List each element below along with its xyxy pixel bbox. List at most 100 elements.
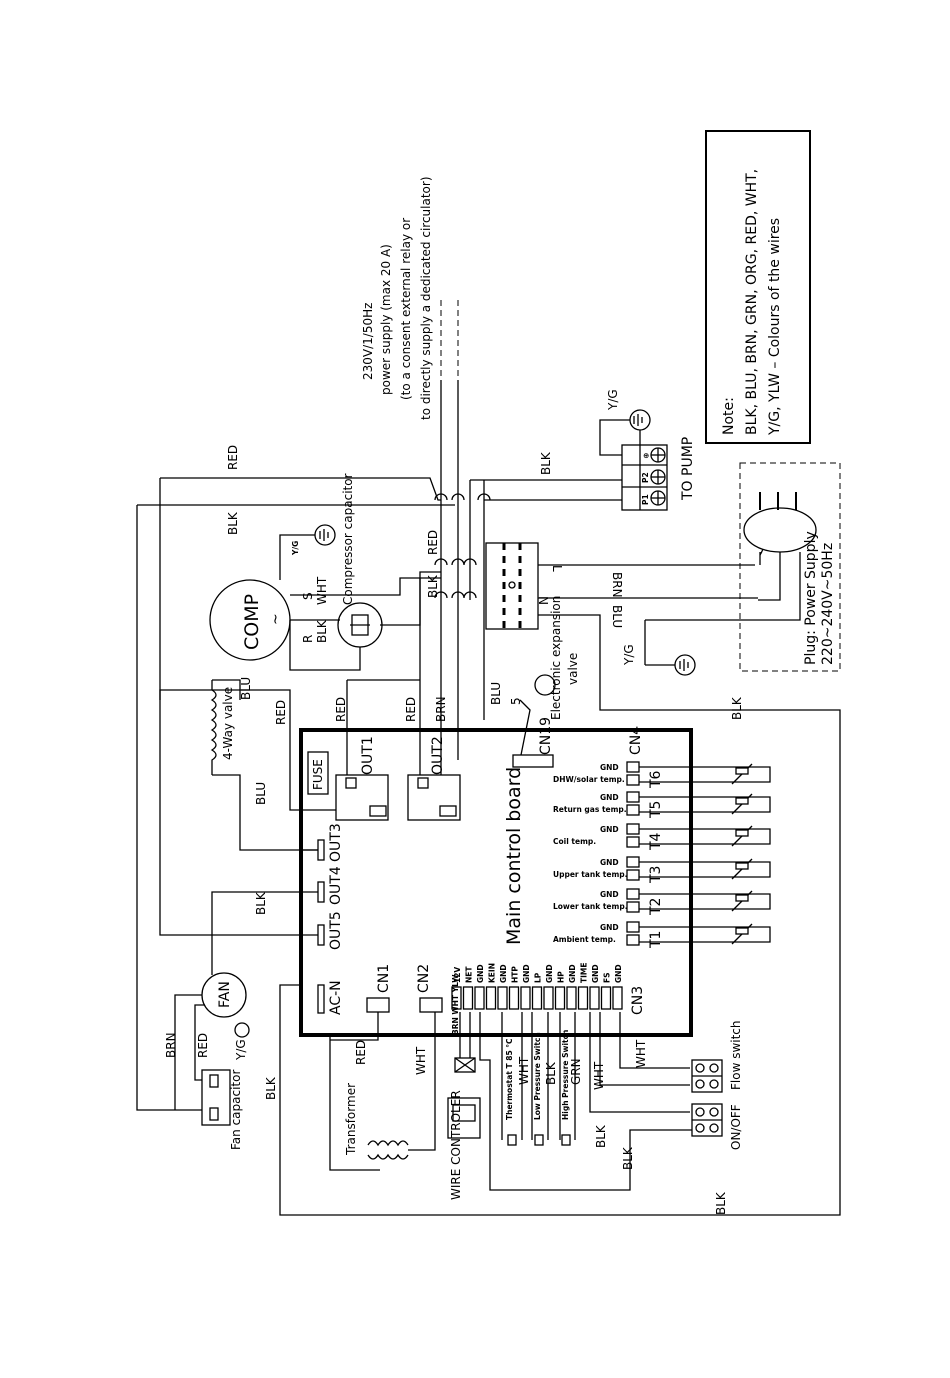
out5-label: OUT5: [328, 911, 344, 950]
power-supply-label: 230V/1/50Hz power supply (max 20 A) (to …: [361, 176, 433, 420]
sensor-gnd: GND: [600, 825, 619, 834]
cn3-pin: [474, 986, 485, 1010]
four-way-valve: 4-Way valve BLU: [210, 677, 253, 775]
cn3-pin-label: KEIN: [488, 963, 497, 983]
wire-wht-cn2: WHT: [414, 1046, 428, 1075]
sensor-id: T1: [648, 931, 664, 949]
sensor-id: T5: [648, 801, 664, 819]
thermistor-body: [735, 767, 749, 775]
wire-brn-out2: BRN: [434, 696, 448, 722]
sensor-pin: [626, 836, 640, 848]
fan-yg: Y/G: [234, 1039, 248, 1061]
sensor-name: Coil temp.: [553, 837, 596, 846]
wire-wht-fs2: WHT: [592, 1061, 606, 1090]
cn3-label: CN3: [630, 986, 646, 1015]
main-terminal-block: L N: [485, 542, 564, 630]
cn3-pin: [554, 986, 566, 1010]
wire-blk-onoff2: BLK: [621, 1146, 635, 1170]
plug: Plug: Power Supply 220~240V~50Hz: [645, 462, 841, 672]
high-pressure-switch: High Pressure Switch GRN: [559, 1012, 583, 1146]
thermistor-body: [735, 894, 749, 902]
sensor-pin: [626, 856, 640, 868]
on-off-terminal: ON/OFF: [691, 1103, 743, 1150]
pump-p2: P2: [641, 472, 650, 483]
cn19-label: CN19: [538, 717, 554, 755]
wire-wht-thermo: WHT: [517, 1056, 531, 1085]
thermistor-body: [735, 829, 749, 837]
wire-blk-supply: BLK: [426, 574, 440, 598]
out2-label: OUT2: [430, 736, 446, 775]
ps-line1: 230V/1/50Hz: [361, 303, 375, 380]
cn3-pin-label: GND: [614, 964, 623, 983]
note-line1: BLK, BLU, BRN, GRN, ORG, RED, WHT,: [744, 169, 760, 435]
sensor-pin: [626, 761, 640, 773]
cn3-pin: [577, 986, 589, 1010]
four-way-wire: BLU: [239, 677, 253, 700]
fan-red: RED: [196, 1033, 210, 1058]
wire-blu-plug: BLU: [610, 605, 624, 628]
out3-label: OUT3: [328, 823, 344, 862]
sensor-pin: [626, 791, 640, 803]
wire-blk-lp: BLK: [544, 1061, 558, 1085]
sensor-wire: [639, 926, 771, 943]
cn1-label: CN1: [376, 964, 392, 993]
sensor-name: Ambient temp.: [553, 935, 616, 944]
sensor-id: T3: [648, 866, 664, 884]
compressor: COMP ~ R BLK S WHT: [209, 576, 329, 661]
comp-cap-label: Compressor capacitor: [341, 473, 355, 605]
wire-blk-top: BLK: [226, 511, 240, 535]
ps-line2: power supply (max 20 A): [379, 244, 393, 395]
note-heading: Note:: [721, 397, 737, 435]
terminal-l: L: [550, 565, 564, 572]
transformer: Transformer RED WHT: [329, 1012, 436, 1171]
sensor-gnd: GND: [600, 858, 619, 867]
wire-blk-fan: BLK: [264, 1076, 278, 1100]
cn3-pin: [497, 986, 508, 1010]
cn4-label: CN4: [628, 726, 644, 755]
sensor-gnd: GND: [600, 793, 619, 802]
wire-blk-n: BLK: [730, 696, 744, 720]
wire-blu-exp: BLU: [489, 682, 503, 705]
cn3-pin: [543, 986, 554, 1010]
cn3-pin: [520, 986, 531, 1010]
terminal-n: N: [537, 596, 551, 605]
compressor-capacitor: Compressor capacitor: [337, 473, 383, 648]
pump-label: TO PUMP: [680, 437, 696, 501]
fan-cap-label: Fan capacitor: [229, 1070, 243, 1150]
on-off-label: ON/OFF: [729, 1104, 743, 1150]
note-line2: Y/G, YLW – Colours of the wires: [767, 218, 783, 436]
wire-red-out1: RED: [334, 697, 348, 722]
cn3-pin-label: GND: [568, 964, 577, 983]
sensor-wire: [639, 893, 771, 910]
four-way-label: 4-Way valve: [221, 687, 235, 760]
pump-p1: P1: [641, 494, 650, 505]
note-box: Note: BLK, BLU, BRN, GRN, ORG, RED, WHT,…: [705, 130, 811, 444]
comp-symbol: ~: [268, 613, 284, 625]
sensor-wire: [639, 796, 771, 813]
ps-line3: (to a consent external relay or: [399, 218, 413, 400]
comp-wht: WHT: [315, 576, 329, 605]
wire-grn-hp: GRN: [569, 1058, 583, 1085]
sensor-name: Lower tank temp.: [553, 902, 628, 911]
cn3-pin-label: FS: [603, 972, 612, 983]
sensor-pin: [626, 869, 640, 881]
cn3-pin-label: GND: [545, 964, 554, 983]
flow-switch-terminal: Flow switch: [691, 1020, 743, 1093]
wire-red-out2: RED: [404, 697, 418, 722]
wire-controller: BRN WHT YLW WIRE CONTROLER: [447, 974, 700, 1200]
exp-line1: Electronic expansion: [549, 596, 563, 720]
sensor-id: T6: [648, 770, 664, 789]
wire-controller-label: WIRE CONTROLER: [449, 1090, 463, 1200]
exp-five: 5: [509, 697, 523, 705]
ctrl-pins: BRN WHT YLW: [451, 974, 460, 1035]
cn3-pin: [612, 986, 623, 1010]
comp-s: S: [301, 592, 315, 600]
thermistor-body: [735, 862, 749, 870]
cn3-pin-label: 12V: [453, 967, 462, 983]
fan-brn: BRN: [164, 1032, 178, 1058]
sensor-pin: [626, 934, 640, 946]
sensor-pin: [626, 774, 640, 786]
cn3-pin-label: GND: [476, 964, 485, 983]
sensor-gnd: GND: [600, 763, 619, 772]
